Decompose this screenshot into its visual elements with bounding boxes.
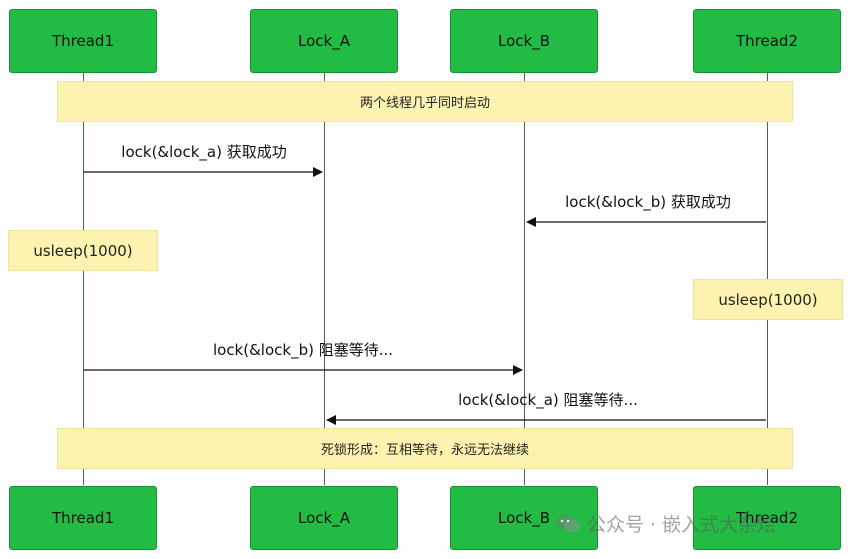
message-m3-label: lock(&lock_b) 阻塞等待... bbox=[212, 341, 394, 359]
lifeline-thread1 bbox=[83, 73, 84, 485]
actor-thread2-top: Thread2 bbox=[693, 9, 841, 73]
actor-lock-a-bottom: Lock_A bbox=[250, 486, 398, 550]
actor-lock-a-top: Lock_A bbox=[250, 9, 398, 73]
actor-thread1-top: Thread1 bbox=[9, 9, 157, 73]
actor-thread2-bottom: Thread2 bbox=[693, 486, 841, 550]
message-m2-label: lock(&lock_b) 获取成功 bbox=[565, 193, 731, 211]
note-start: 两个线程几乎同时启动 bbox=[57, 81, 793, 122]
lifeline-lock-b bbox=[524, 73, 525, 485]
note-thread1-sleep: usleep(1000) bbox=[8, 230, 158, 271]
message-m4-label: lock(&lock_a) 阻塞等待... bbox=[458, 391, 638, 409]
watermark-text: 公众号 · 嵌入式大杂烩 bbox=[587, 514, 777, 536]
lifeline-lock-a bbox=[324, 73, 325, 485]
actor-thread1-bottom: Thread1 bbox=[9, 486, 157, 550]
watermark: 公众号 · 嵌入式大杂烩 bbox=[555, 510, 776, 537]
wechat-icon bbox=[556, 514, 580, 532]
actor-lock-b-top: Lock_B bbox=[450, 9, 598, 73]
note-deadlock: 死锁形成：互相等待，永远无法继续 bbox=[57, 428, 793, 469]
note-thread2-sleep: usleep(1000) bbox=[693, 279, 843, 320]
actor-lock-b-bottom: Lock_B bbox=[450, 486, 598, 550]
message-m1-label: lock(&lock_a) 获取成功 bbox=[121, 143, 287, 161]
